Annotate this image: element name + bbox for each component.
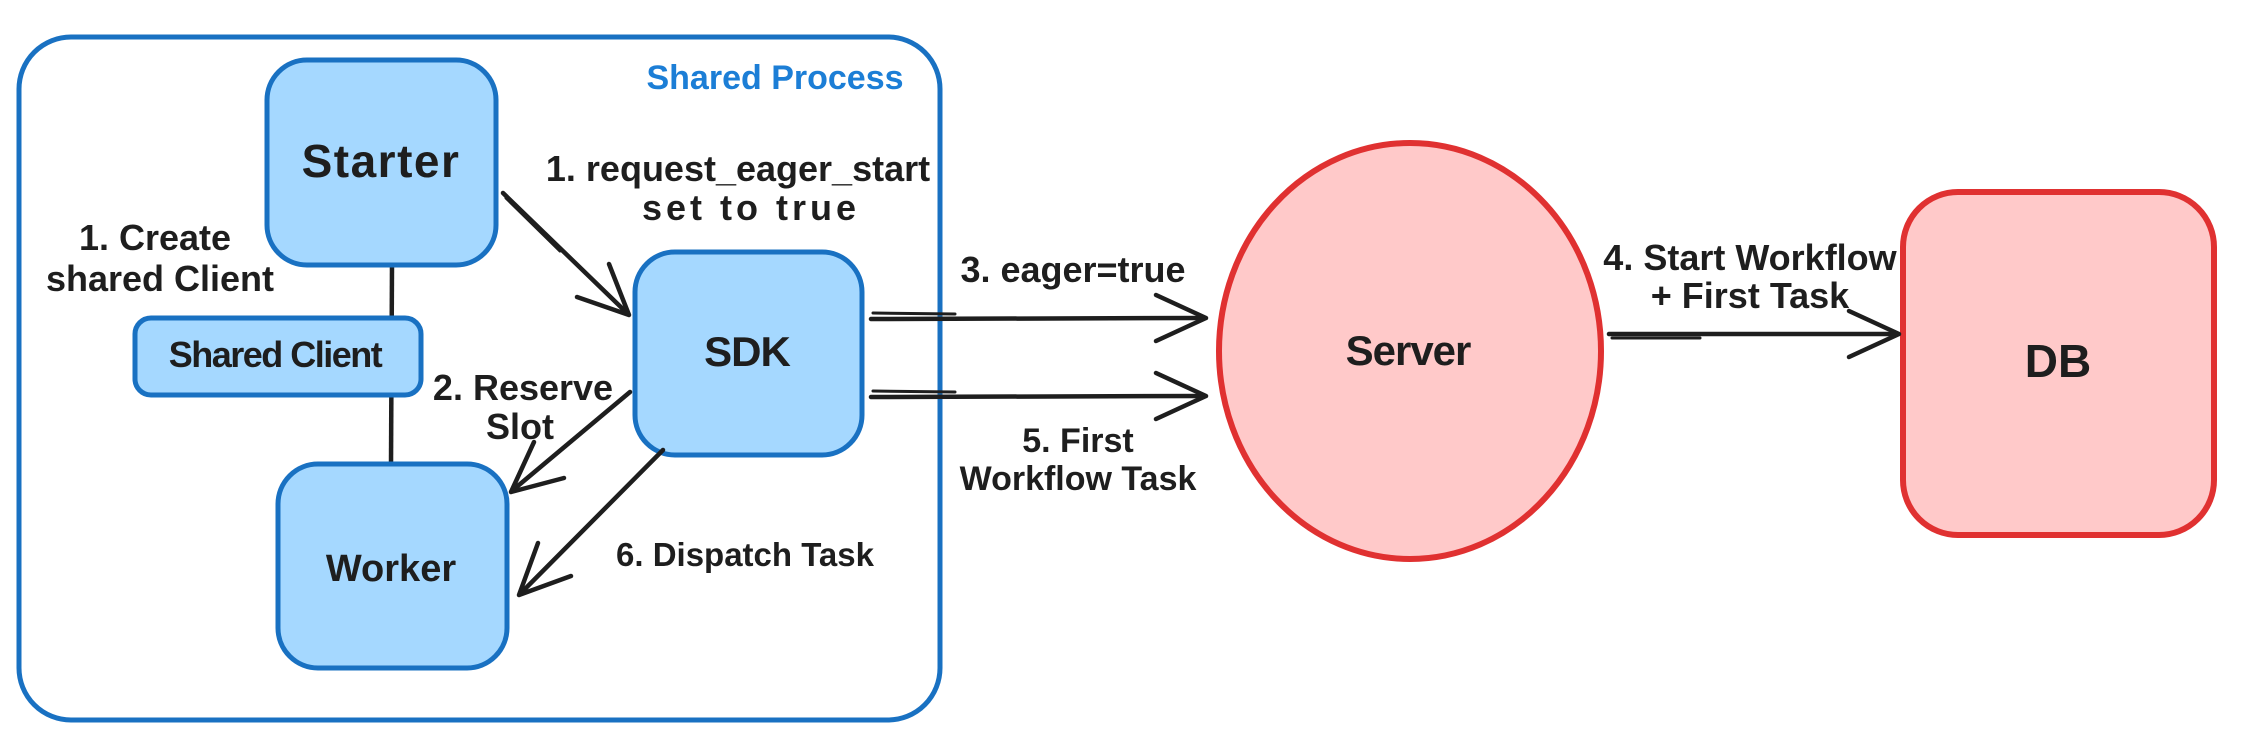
svg-text:set to true: set to true — [642, 187, 860, 228]
svg-text:Workflow Task: Workflow Task — [960, 460, 1197, 498]
svg-text:Slot: Slot — [486, 406, 554, 447]
svg-text:Worker: Worker — [326, 548, 456, 590]
svg-text:shared Client: shared Client — [46, 258, 274, 299]
svg-text:Shared Client: Shared Client — [169, 334, 383, 375]
svg-text:+ First Task: + First Task — [1651, 275, 1850, 316]
svg-text:1. request_eager_start: 1. request_eager_start — [546, 148, 930, 189]
svg-text:DB: DB — [2025, 335, 2091, 387]
svg-text:Shared Process: Shared Process — [646, 59, 903, 97]
svg-text:SDK: SDK — [704, 328, 790, 375]
svg-text:6. Dispatch Task: 6. Dispatch Task — [616, 536, 875, 573]
svg-text:Starter: Starter — [302, 135, 461, 187]
svg-text:Server: Server — [1346, 327, 1471, 374]
svg-text:3. eager=true: 3. eager=true — [960, 249, 1185, 290]
svg-text:1. Create: 1. Create — [79, 217, 231, 258]
svg-text:2. Reserve: 2. Reserve — [433, 367, 613, 408]
svg-text:5. First: 5. First — [1022, 422, 1133, 460]
svg-text:4. Start Workflow: 4. Start Workflow — [1603, 237, 1897, 278]
